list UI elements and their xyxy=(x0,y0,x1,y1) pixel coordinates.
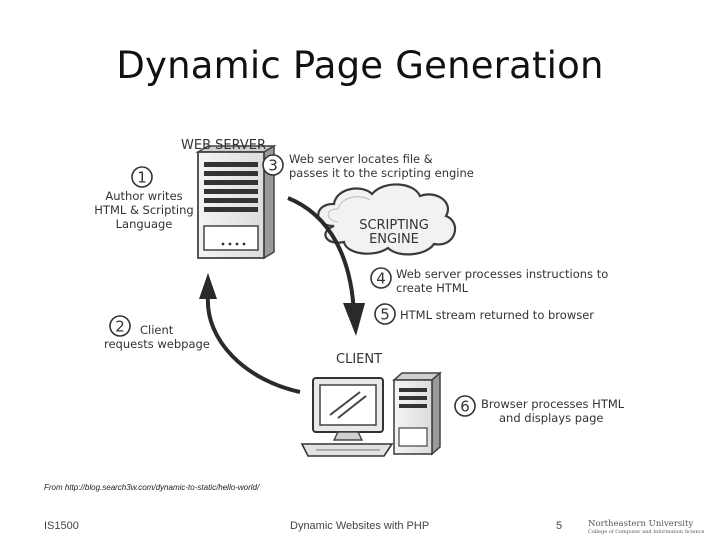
step-5-badge xyxy=(374,303,396,325)
step-3-badge xyxy=(262,154,284,176)
source-citation: From http://blog.search3w.com/dynamic-to… xyxy=(44,483,260,492)
web-server-icon xyxy=(195,144,277,260)
step-1: 1 Author writes HTML & Scripting Languag… xyxy=(94,166,194,231)
step-4-text-line2: create HTML xyxy=(396,281,469,295)
web-server-label: WEB SERVER xyxy=(181,138,266,153)
step-4: 4 Web server processes instructions to c… xyxy=(370,267,608,295)
university-logo: Northeastern University College of Compu… xyxy=(588,519,705,536)
step-5-text-line1: HTML stream returned to browser xyxy=(400,308,594,322)
step-6-text-line1: Browser processes HTML xyxy=(481,397,625,411)
step-6-badge xyxy=(454,395,476,417)
client-label: CLIENT xyxy=(336,352,382,367)
step-4-number: 4 xyxy=(376,270,386,288)
step-1-text-line2: HTML & Scripting xyxy=(94,203,193,217)
step-3-number: 3 xyxy=(268,157,278,175)
step-3-text-line1: Web server locates file & xyxy=(289,152,433,166)
page-number: 5 xyxy=(556,520,563,532)
step-4-badge xyxy=(370,267,392,289)
client-computer-icon xyxy=(300,371,442,457)
scripting-engine-label-line2: ENGINE xyxy=(369,232,419,247)
step-2-text-line2: requests webpage xyxy=(104,337,210,351)
step-3-text-line2: passes it to the scripting engine xyxy=(289,166,474,180)
step-2-badge xyxy=(109,315,131,337)
slide-title: Dynamic Page Generation xyxy=(116,44,604,87)
step-2-number: 2 xyxy=(115,318,125,336)
scripting-engine-cloud xyxy=(317,183,456,256)
step-6: 6 Browser processes HTML and displays pa… xyxy=(454,395,625,425)
footer-course: IS1500 xyxy=(44,520,79,532)
step-1-text-line3: Language xyxy=(116,217,173,231)
step-1-badge xyxy=(131,166,153,188)
step-6-text-line2: and displays page xyxy=(499,411,604,425)
logo-college-name: College of Computer and Information Scie… xyxy=(588,529,705,535)
step-6-number: 6 xyxy=(460,398,470,416)
arrow-client-to-server xyxy=(205,295,301,394)
step-2: 2 Client requests webpage xyxy=(104,315,210,351)
footer-topic: Dynamic Websites with PHP xyxy=(290,520,430,532)
step-4-text-line1: Web server processes instructions to xyxy=(396,267,608,281)
scripting-engine-label-line1: SCRIPTING xyxy=(359,218,429,233)
step-3: 3 Web server locates file & passes it to… xyxy=(262,152,474,180)
step-5-number: 5 xyxy=(380,306,390,324)
cycle-arrows xyxy=(199,196,365,394)
step-1-number: 1 xyxy=(137,169,147,187)
arrow-server-to-client xyxy=(287,196,356,317)
step-5: 5 HTML stream returned to browser xyxy=(374,303,594,325)
step-2-text-line1: Client xyxy=(140,323,174,337)
step-1-text-line1: Author writes xyxy=(105,189,182,203)
logo-university-name: Northeastern University xyxy=(588,519,694,529)
